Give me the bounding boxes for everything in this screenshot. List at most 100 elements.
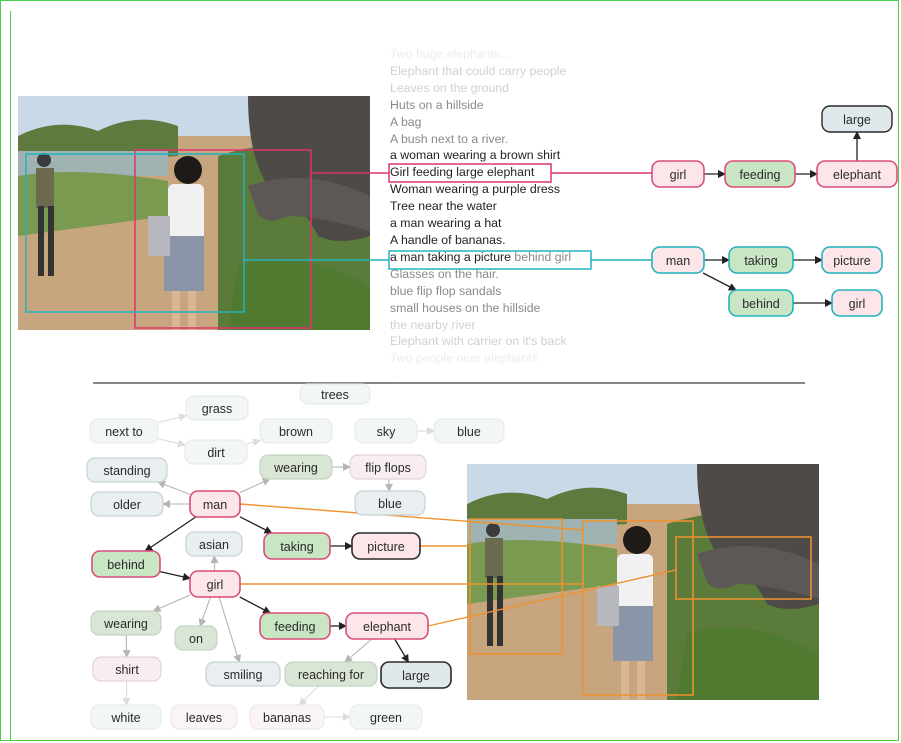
caption-text: Huts on a hillside <box>390 97 484 112</box>
caption-highlight-pink <box>388 163 552 183</box>
graph-node-label: smiling <box>224 668 263 682</box>
graph-edge <box>159 571 191 581</box>
graph-edge <box>239 516 273 534</box>
elephant-region-box-bottom <box>675 536 812 600</box>
caption-suffix: behind girl <box>511 249 572 264</box>
graph-node-box <box>263 532 331 560</box>
caption-text: blue flip flop sandals <box>390 283 502 298</box>
caption-line: Tree near the water <box>390 198 620 215</box>
graph-node-blue: blue <box>433 418 505 444</box>
caption-line: Leaves on the ground <box>390 80 620 97</box>
graph-node-man: man <box>651 246 705 274</box>
caption-line: ... <box>390 367 620 384</box>
graph-node-label: flip flops <box>365 461 411 475</box>
graph-node-trees: trees <box>299 383 371 405</box>
bottom-photo <box>467 464 819 700</box>
caption-text: Tree near the water <box>390 199 497 214</box>
caption-text: ... <box>390 368 401 383</box>
graph-node-box <box>354 418 418 444</box>
graph-node-label: next to <box>105 425 143 439</box>
graph-node-box <box>90 610 162 636</box>
graph-node-picture: picture <box>821 246 883 274</box>
graph-edge <box>198 596 211 627</box>
graph-node-box <box>91 550 161 578</box>
caption-line: A bag <box>390 114 620 131</box>
caption-line: small houses on the hillside <box>390 300 620 317</box>
caption-line: a man taking a picture behind girl <box>390 249 620 266</box>
graph-node-girl: girl <box>651 160 705 188</box>
caption-line: a woman wearing a brown shirt <box>390 147 620 164</box>
caption-text: a woman wearing a brown shirt <box>390 148 561 163</box>
graph-node-green: green <box>349 704 423 730</box>
caption-line: Two people near elephants <box>390 350 620 367</box>
graph-node-label: picture <box>833 254 871 268</box>
caption-text: Two huge elephants... <box>390 47 511 61</box>
graph-node-white: white <box>90 704 162 730</box>
graph-node-box <box>284 661 378 687</box>
graph-node-label: feeding <box>739 168 780 182</box>
caption-line: Woman wearing a purple dress <box>390 181 620 198</box>
graph-node-box <box>259 418 333 444</box>
graph-node-box <box>651 246 705 274</box>
graph-node-label: man <box>666 254 690 268</box>
graph-edge <box>218 596 242 663</box>
graph-node-grass: grass <box>185 395 249 421</box>
graph-node-label: blue <box>457 425 481 439</box>
graph-node-label: shirt <box>115 663 139 677</box>
caption-text: A handle of bananas. <box>390 232 506 247</box>
graph-node-box <box>89 418 159 444</box>
graph-node-girl: girl <box>831 289 883 317</box>
caption-line: a man wearing a hat <box>390 215 620 232</box>
graph-node-label: girl <box>670 168 687 182</box>
graph-node-box <box>728 289 794 317</box>
graph-node-box <box>189 490 241 518</box>
graph-node-label: brown <box>279 425 313 439</box>
graph-node-label: large <box>402 669 430 683</box>
graph-node-label: wearing <box>103 617 148 631</box>
graph-node-box <box>351 532 421 560</box>
graph-node-box <box>651 160 705 188</box>
graph-node-taking: taking <box>263 532 331 560</box>
graph-node-box <box>170 704 238 730</box>
graph-edge <box>157 438 186 448</box>
graph-node-label: behind <box>107 558 145 572</box>
graph-node-box <box>821 105 893 133</box>
graph-node-label: trees <box>321 388 349 402</box>
graph-node-box <box>205 661 281 687</box>
graph-node-box <box>259 612 331 640</box>
caption-text: small houses on the hillside <box>390 300 541 315</box>
caption-line: Huts on a hillside <box>390 97 620 114</box>
graph-node-label: reaching for <box>298 668 364 682</box>
caption-text: a man wearing a hat <box>390 216 502 231</box>
graph-node-label: leaves <box>186 711 222 725</box>
graph-node-label: on <box>189 632 203 646</box>
graph-node-behind: behind <box>728 289 794 317</box>
graph-node-label: girl <box>207 578 224 592</box>
graph-node-box <box>380 661 452 689</box>
graph-node-box <box>354 490 426 516</box>
graph-node-box <box>90 491 164 517</box>
graph-node-picture: picture <box>351 532 421 560</box>
caption-line: A bush next to a river. <box>390 131 620 148</box>
graph-node-on: on <box>174 625 218 651</box>
caption-text: the nearby river <box>390 317 476 332</box>
graph-node-sky: sky <box>354 418 418 444</box>
graph-node-box <box>90 704 162 730</box>
graph-edge <box>152 594 191 612</box>
caption-line: A handle of bananas. <box>390 232 620 249</box>
graph-edge <box>122 680 131 706</box>
graph-node-box <box>728 246 794 274</box>
graph-node-box <box>185 531 243 557</box>
graph-node-blue: blue <box>354 490 426 516</box>
graph-node-next-to: next to <box>89 418 159 444</box>
caption-line: blue flip flop sandals <box>390 283 620 300</box>
caption-text: A bag <box>390 114 422 129</box>
graph-edge <box>246 438 261 447</box>
graph-node-box <box>831 289 883 317</box>
graph-node-box <box>184 439 248 465</box>
graph-node-box <box>724 160 796 188</box>
graph-node-label: bananas <box>263 711 311 725</box>
graph-node-label: white <box>110 711 140 725</box>
